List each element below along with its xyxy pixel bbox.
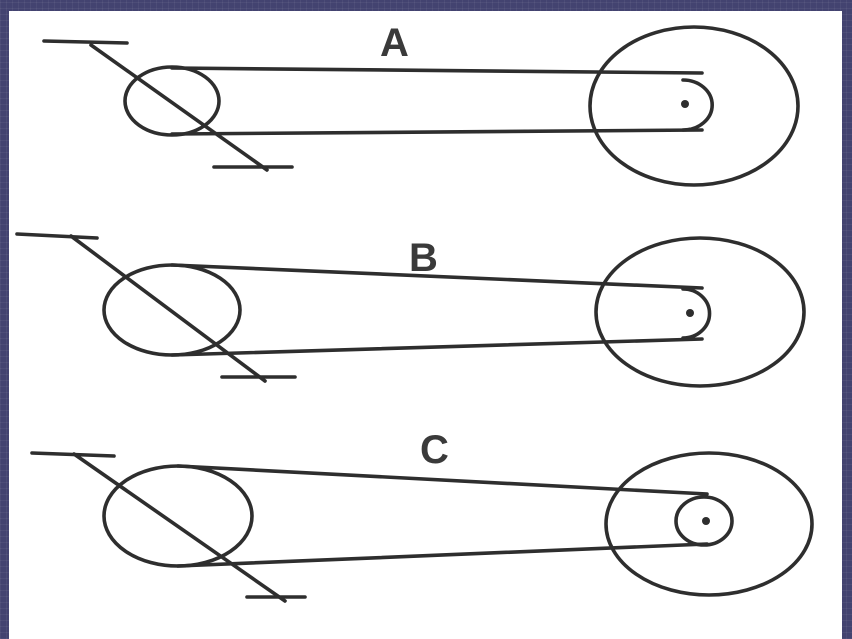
variant-b-center-dot bbox=[686, 309, 694, 317]
variant-c-hub bbox=[674, 495, 734, 547]
belt-drive-variant-b: B bbox=[15, 232, 806, 388]
variant-b-axis-tick-top bbox=[15, 232, 99, 240]
belt-drive-diagram: A B bbox=[15, 21, 814, 603]
variant-c-label: C bbox=[420, 428, 449, 472]
belt-drive-variant-c: C bbox=[30, 428, 814, 603]
variant-b-belt-bottom bbox=[170, 337, 704, 357]
diagram-panel: A B bbox=[9, 11, 842, 639]
variant-b-label: B bbox=[409, 236, 438, 280]
belt-drive-variant-a: A bbox=[42, 21, 800, 187]
variant-b-hub bbox=[681, 287, 712, 340]
variant-c-axis-line bbox=[72, 452, 287, 603]
variant-a-axis-tick-top bbox=[42, 39, 129, 45]
variant-a-hub bbox=[681, 78, 714, 132]
variant-a-axis-line bbox=[89, 43, 269, 172]
variant-c-axis-tick-top bbox=[30, 451, 116, 458]
variant-a-belt-top bbox=[170, 66, 704, 75]
variant-c-small-pulley bbox=[102, 464, 254, 568]
variant-c-center-dot bbox=[702, 517, 710, 525]
variant-b-belt-top bbox=[170, 263, 704, 290]
variant-c-large-wheel bbox=[604, 451, 814, 597]
variant-a-center-dot bbox=[681, 100, 689, 108]
variant-c-belt-bottom bbox=[176, 542, 709, 568]
variant-a-belt-bottom bbox=[170, 128, 704, 136]
variant-b-axis-line bbox=[69, 234, 267, 383]
variant-b-large-wheel bbox=[594, 236, 806, 388]
variant-a-large-wheel bbox=[588, 25, 800, 187]
variant-a-label: A bbox=[380, 21, 409, 65]
